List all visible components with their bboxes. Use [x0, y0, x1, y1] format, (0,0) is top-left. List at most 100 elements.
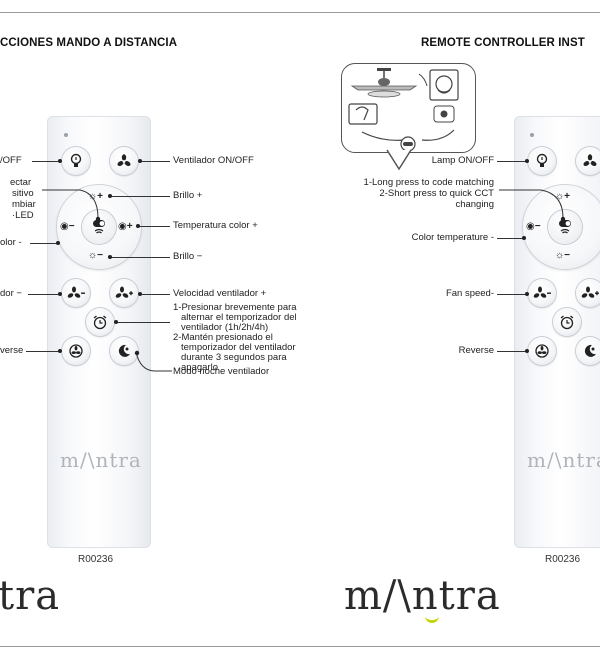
label-fan-onoff-es: Ventilador ON/OFF: [173, 155, 254, 166]
heading-spanish: CCIONES MANDO A DISTANCIA: [0, 37, 178, 49]
label-connect-line-3: mbiar: [12, 199, 36, 210]
leader-color-minus-es: [30, 243, 58, 244]
reverse-icon: [69, 344, 83, 358]
model-number-right: R00236: [545, 554, 581, 565]
bulb-icon: [70, 153, 82, 167]
bubble-pointer: [386, 149, 412, 171]
leader-cct-up-es: [138, 226, 170, 227]
brightness-up-key-right[interactable]: ☼+: [555, 191, 571, 202]
leader-fan-speed-down-en: [497, 294, 527, 295]
alarm-clock-icon: [93, 315, 107, 330]
label-pairing-line-2: 2-Short press to quick CCT: [379, 188, 494, 199]
label-timer-line-2: alternar el temporizador del: [181, 312, 297, 323]
brightness-down-key-left[interactable]: ☼−: [88, 250, 104, 261]
leader-dot: [56, 241, 60, 245]
leader-cct-down-en: [497, 238, 523, 239]
fan-minus-icon: [67, 286, 85, 298]
leader-fan-es: [140, 161, 170, 162]
cct-down-key-right[interactable]: ◉−: [526, 221, 541, 232]
label-color-minus-es: olor -: [0, 237, 22, 248]
fan-speed-up-button-right[interactable]: [576, 279, 600, 307]
instruction-illustration: [341, 63, 476, 153]
fan-speed-up-button-left[interactable]: [110, 279, 138, 307]
night-mode-button-right[interactable]: [576, 337, 600, 365]
label-timer-line-6: durante 3 segundos para: [181, 352, 287, 363]
leader-pairing-en: [499, 189, 566, 222]
timer-button-left[interactable]: [86, 308, 114, 336]
footer-brand-left: tra: [0, 573, 61, 619]
bulb-icon: [536, 153, 548, 167]
label-fan-speed-down-es: dor −: [0, 288, 22, 299]
label-reverse-es: verse: [0, 345, 24, 356]
fan-minus-icon: [533, 286, 551, 298]
remote-brand-right: m/\ntra: [527, 448, 600, 472]
pair-icon: [93, 220, 105, 234]
leader-dot: [58, 349, 62, 353]
lamp-button-right[interactable]: [528, 147, 556, 175]
fan-plus-icon: [115, 286, 133, 298]
label-fan-speed-down-en: Fan speed-: [445, 288, 494, 299]
leader-dot: [108, 255, 112, 259]
fan-plus-icon: [581, 286, 599, 298]
leader-fan-speed-up-es: [140, 294, 170, 295]
fan-button-right[interactable]: [576, 147, 600, 175]
label-reverse-en: Reverse: [458, 345, 494, 356]
label-timer-line-5: temporizador del ventilador: [181, 342, 296, 353]
leader-night-es: [134, 350, 172, 372]
pair-icon: [559, 220, 571, 234]
brightness-up-key-left[interactable]: ☼+: [88, 191, 104, 202]
brightness-down-key-right[interactable]: ☼−: [555, 250, 571, 261]
label-connect-line-1: ectar: [10, 177, 32, 188]
leader-dot: [525, 159, 529, 163]
label-cct-up-es: Temperatura color +: [173, 220, 258, 231]
fan-button-left[interactable]: [110, 147, 138, 175]
night-mode-button-left[interactable]: [110, 337, 138, 365]
cct-down-key-left[interactable]: ◉−: [60, 221, 75, 232]
reverse-icon: [535, 344, 549, 358]
moon-icon: [118, 344, 130, 357]
leader-timer-es: [116, 322, 170, 323]
label-connect-line-2: sitivo: [12, 188, 34, 199]
leader-reverse-en: [497, 351, 527, 352]
label-timer-line-4: 2-Mantén presionado el: [173, 332, 273, 343]
label-night-mode-es: Modo noche ventilador: [173, 366, 270, 377]
alarm-clock-icon: [560, 315, 574, 330]
leader-connect-es: [42, 189, 101, 222]
label-brightness-up-es: Brillo +: [173, 190, 203, 201]
moon-icon: [584, 344, 596, 357]
reverse-button-left[interactable]: [62, 337, 90, 365]
leader-dot: [138, 159, 142, 163]
label-fan-speed-up-es: Velocidad ventilador +: [173, 288, 267, 299]
timer-button-right[interactable]: [553, 308, 581, 336]
leader-dot: [108, 194, 112, 198]
leader-dot: [525, 292, 529, 296]
ceiling-fan-illustration: [348, 68, 459, 152]
heading-english: REMOTE CONTROLLER INST: [421, 37, 585, 49]
label-timer-line-3: ventilador (1h/2h/4h): [181, 322, 269, 333]
leader-dot: [525, 349, 529, 353]
reverse-button-right[interactable]: [528, 337, 556, 365]
leader-dot: [136, 224, 140, 228]
leader-dot: [138, 292, 142, 296]
label-brightness-down-es: Brillo −: [173, 251, 203, 262]
brand-smile-accent: [425, 613, 439, 623]
leader-lamp-es: [32, 161, 60, 162]
fan-icon: [583, 154, 597, 166]
fan-speed-down-button-right[interactable]: [528, 279, 556, 307]
leader-dot: [58, 159, 62, 163]
pair-button-left[interactable]: [82, 210, 116, 244]
remote-right-indicator: [530, 133, 534, 137]
cct-up-key-left[interactable]: ◉+: [118, 221, 133, 232]
label-pairing-line-1: 1-Long press to code matching: [363, 177, 494, 188]
footer-brand-right: m/\ntra: [344, 573, 501, 619]
remote-left-indicator: [64, 133, 68, 137]
lamp-button-left[interactable]: [62, 147, 90, 175]
pair-button-right[interactable]: [548, 210, 582, 244]
bottom-divider: [0, 646, 600, 647]
fan-speed-down-button-left[interactable]: [62, 279, 90, 307]
fan-icon: [117, 154, 131, 166]
leader-lamp-en: [497, 161, 527, 162]
top-divider: [0, 12, 600, 13]
leader-brightness-up-es: [110, 196, 170, 197]
leader-dot: [522, 236, 526, 240]
